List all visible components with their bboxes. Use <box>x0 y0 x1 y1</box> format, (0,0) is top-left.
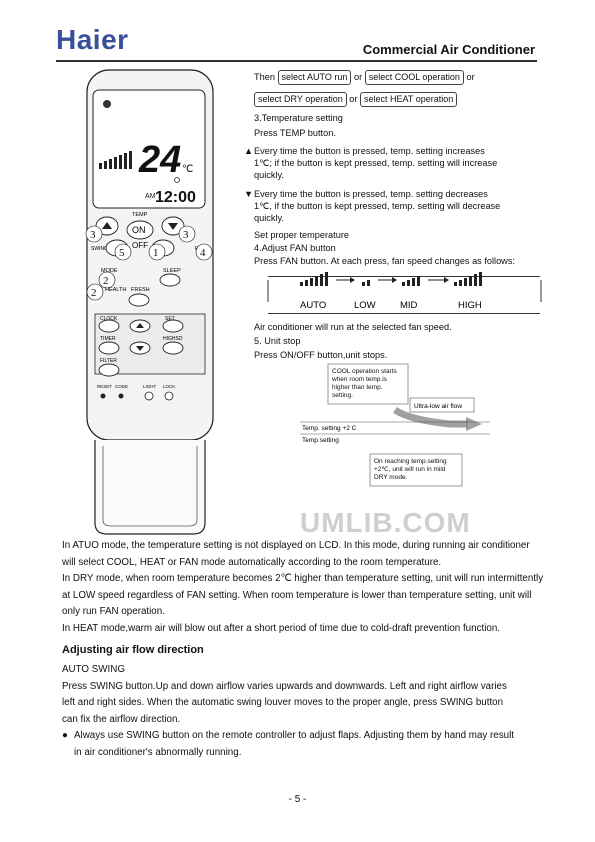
temp-press: Press TEMP button. <box>254 128 336 138</box>
lock-label: LOCK <box>163 384 175 389</box>
fan-mid-icon <box>402 276 420 286</box>
fan-low-icon <box>362 280 370 286</box>
arrow-icon <box>444 277 449 283</box>
fan-speed-auto: AUTO <box>300 300 326 311</box>
airflow-arrow <box>393 406 468 428</box>
lcd-time: 12:00 <box>155 189 196 206</box>
header-rule <box>56 60 537 62</box>
lcd-am: AM <box>145 193 156 200</box>
watermark: UMLIB.COM <box>300 507 471 538</box>
fan-speed-low: LOW <box>354 300 376 311</box>
stop-heading: 5. Unit stop <box>254 336 301 346</box>
header-title: Commercial Air Conditioner <box>362 42 535 57</box>
off-label: OFF <box>132 241 148 250</box>
reset-button <box>100 393 106 399</box>
temp-plus-label: Temp. setting +2 C <box>302 425 357 432</box>
fan-press: Press FAN button. At each press, fan spe… <box>254 256 515 266</box>
set-button <box>162 319 184 333</box>
set-label: SET <box>165 316 175 322</box>
arrow-icon <box>350 277 355 283</box>
timer-label: TIMER <box>100 336 116 342</box>
mode-notes: In ATUO mode, the temperature setting is… <box>62 540 544 634</box>
filter-label: FILTER <box>100 358 117 364</box>
temp-heading: 3.Temperature setting <box>254 113 343 123</box>
set-proper-temp: Set proper temperature <box>254 230 349 240</box>
light-label: LIGHT <box>143 384 157 389</box>
fan-mode-icon <box>103 100 111 108</box>
remote-controller-illustration: 24 ℃ AM 12:00 TEMP ON OFF SWING FAN 3 3 … <box>85 69 214 535</box>
sleep-label: SLEEP <box>163 268 181 274</box>
mode-select-line-1: Then select AUTO run or select COOL oper… <box>254 70 475 85</box>
svg-text:On reaching temp.setting +: On reaching temp.setting +2℃, unit will … <box>374 458 448 481</box>
health-label: HEALTH <box>105 287 126 293</box>
callout-1: 1 <box>153 247 159 259</box>
stop-press: Press ON/OFF button,unit stops. <box>254 350 388 360</box>
code-label: CODE <box>115 384 128 389</box>
lcd-temperature: 24 <box>138 139 181 181</box>
fan-bar-indicator <box>99 151 132 169</box>
clock-button <box>98 319 120 333</box>
increase-block: ▲Every time the button is pressed, temp.… <box>244 146 498 180</box>
ultra-low-label: Ultra-low air flow <box>414 403 462 410</box>
on-off-button <box>126 220 154 240</box>
decrease-block: ▼Every time the button is pressed, temp.… <box>244 189 501 223</box>
bullet-icon: ● <box>62 730 68 741</box>
dry-mode-diagram: COOL operation starts when room temp.is … <box>300 363 490 487</box>
clock-icon <box>174 177 180 183</box>
arrow-icon <box>392 277 397 283</box>
callout-5: 5 <box>119 247 125 259</box>
highsd-button <box>162 341 184 355</box>
triangle-up-icon: ▲ <box>244 146 254 156</box>
callout-3-left: 3 <box>90 229 96 241</box>
timer-button <box>98 341 120 355</box>
fan-result: Air conditioner will run at the selected… <box>254 322 452 332</box>
mode-select-line-2: select DRY operation or select HEAT oper… <box>254 92 458 107</box>
callout-3-right: 3 <box>183 229 189 241</box>
on-reaching-box <box>369 453 463 487</box>
callout-2-bottom: 2 <box>91 287 97 299</box>
fan-heading: 4.Adjust FAN button <box>254 243 336 253</box>
on-label: ON <box>132 225 146 235</box>
fan-speed-cycle <box>268 276 540 314</box>
fresh-label: FRESH <box>131 287 150 293</box>
fan-speed-high: HIGH <box>458 300 482 311</box>
select-heat-box: select HEAT operation <box>360 92 458 107</box>
section-title: Adjusting air flow direction <box>62 644 204 656</box>
temp-setting-label: Temp.setting <box>302 437 339 444</box>
lcd-temp-unit: ℃ <box>182 164 193 175</box>
fan-speed-mid: MID <box>400 300 418 311</box>
select-dry-box: select DRY operation <box>254 92 347 107</box>
highsd-label: HIGHSD <box>163 336 183 342</box>
light-button <box>144 391 154 401</box>
page-number: - 5 - <box>288 794 307 805</box>
filter-button <box>98 363 120 377</box>
select-auto-box: select AUTO run <box>277 70 352 85</box>
lock-button <box>164 391 174 401</box>
cool-start-box <box>327 363 409 405</box>
mode-label: MODE <box>101 268 118 274</box>
triangle-down-icon: ▼ <box>244 189 254 199</box>
callout-4: 4 <box>200 247 206 259</box>
code-button <box>118 393 124 399</box>
fan-high-icon <box>454 272 482 286</box>
fan-auto-icon <box>300 272 328 286</box>
temp-label: TEMP <box>132 212 148 218</box>
callout-2-top: 2 <box>103 275 109 287</box>
fan-speed-icons: AUTO LOW MID HIGH <box>267 272 542 311</box>
reset-label: RESET <box>97 384 112 389</box>
select-cool-box: select COOL operation <box>364 70 464 85</box>
auto-swing-section: AUTO SWING Press SWING button.Up and dow… <box>62 664 514 758</box>
svg-text:COOL operation starts when: COOL operation starts when room temp.is … <box>331 368 399 399</box>
swing-label: SWING <box>91 246 108 252</box>
fresh-button <box>128 293 150 307</box>
sleep-button <box>159 273 181 287</box>
ultra-low-box <box>409 397 475 413</box>
clock-label: CLOCK <box>100 316 118 322</box>
haier-logo: Haier <box>56 24 129 55</box>
